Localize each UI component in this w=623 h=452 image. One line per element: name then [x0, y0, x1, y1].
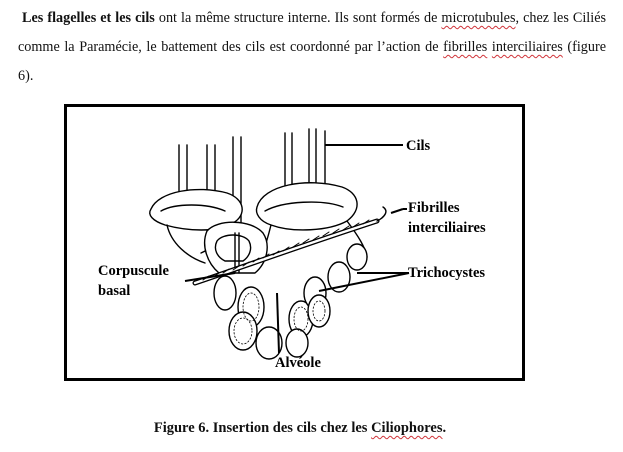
- label-fibrilles: Fibrilles: [408, 200, 460, 216]
- paragraph-text-2: , chez les Ciliés comme la Paramécie, le…: [18, 10, 607, 55]
- body-paragraph: Les flagelles et les cils ont la même st…: [18, 4, 606, 91]
- paragraph-text-1: ont la même structure interne. Ils sont …: [154, 10, 442, 26]
- word-interciliaires[interactable]: interciliaires: [491, 39, 563, 55]
- caption-text: Figure 6. Insertion des cils chez les: [153, 420, 372, 436]
- leader-lines: [184, 144, 410, 354]
- label-interciliaires: interciliaires: [408, 220, 486, 236]
- label-alveole: Alvéole: [275, 355, 321, 371]
- figure-caption: Figure 6. Insertion des cils chez les Ci…: [0, 420, 600, 437]
- paragraph-text-4: (figure 6).: [18, 39, 606, 84]
- label-trichocystes: Trichocystes: [408, 265, 485, 281]
- label-cils: Cils: [406, 138, 431, 154]
- word-fibrilles[interactable]: fibrilles: [443, 39, 488, 55]
- cilia-insertion-diagram: Cils Fibrilles interciliaires Trichocyst…: [98, 128, 486, 371]
- word-microtubules[interactable]: microtubules: [441, 10, 516, 26]
- label-basal: basal: [98, 283, 130, 299]
- label-corpuscule: Corpuscule: [98, 263, 169, 279]
- figure-frame: Cils Fibrilles interciliaires Trichocyst…: [64, 104, 525, 381]
- trichocysts: [213, 243, 368, 360]
- lead-bold-text: Les flagelles et les cils: [22, 10, 155, 26]
- word-ciliophores[interactable]: Ciliophores: [371, 420, 443, 436]
- caption-end: .: [442, 420, 447, 436]
